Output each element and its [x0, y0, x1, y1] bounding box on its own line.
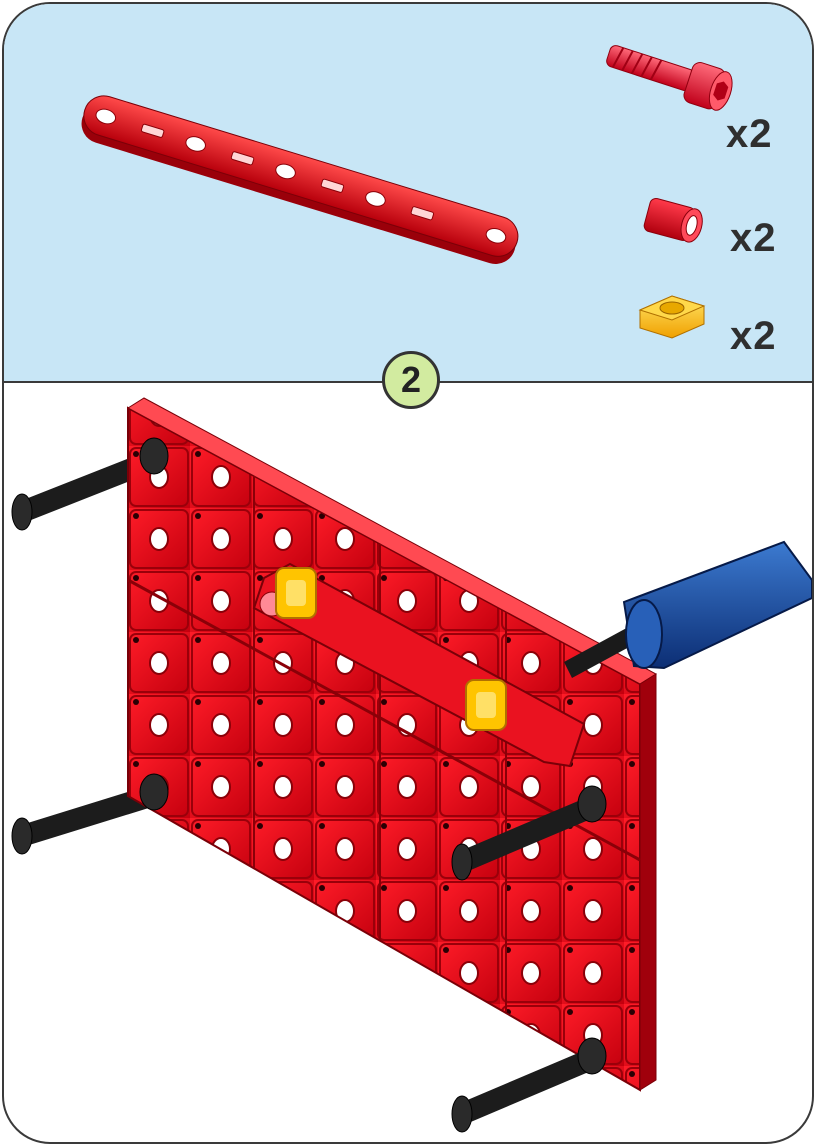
mounted-square-nuts [275, 567, 507, 731]
parts-panel: x2 x2 [4, 4, 812, 383]
square-nut-icon [638, 295, 706, 339]
screw-icon [606, 45, 733, 111]
front-pins [139, 437, 607, 1133]
perforated-strip-icon [81, 95, 519, 265]
square-nut-quantity: x2 [730, 314, 777, 358]
screw-quantity: x2 [726, 112, 773, 156]
spacer-icon [643, 197, 703, 243]
spacer-quantity: x2 [730, 216, 777, 260]
step-number-badge: 2 [382, 351, 440, 409]
red-grid-panel-assembly [11, 397, 812, 1133]
screwdriver-icon [564, 540, 812, 678]
